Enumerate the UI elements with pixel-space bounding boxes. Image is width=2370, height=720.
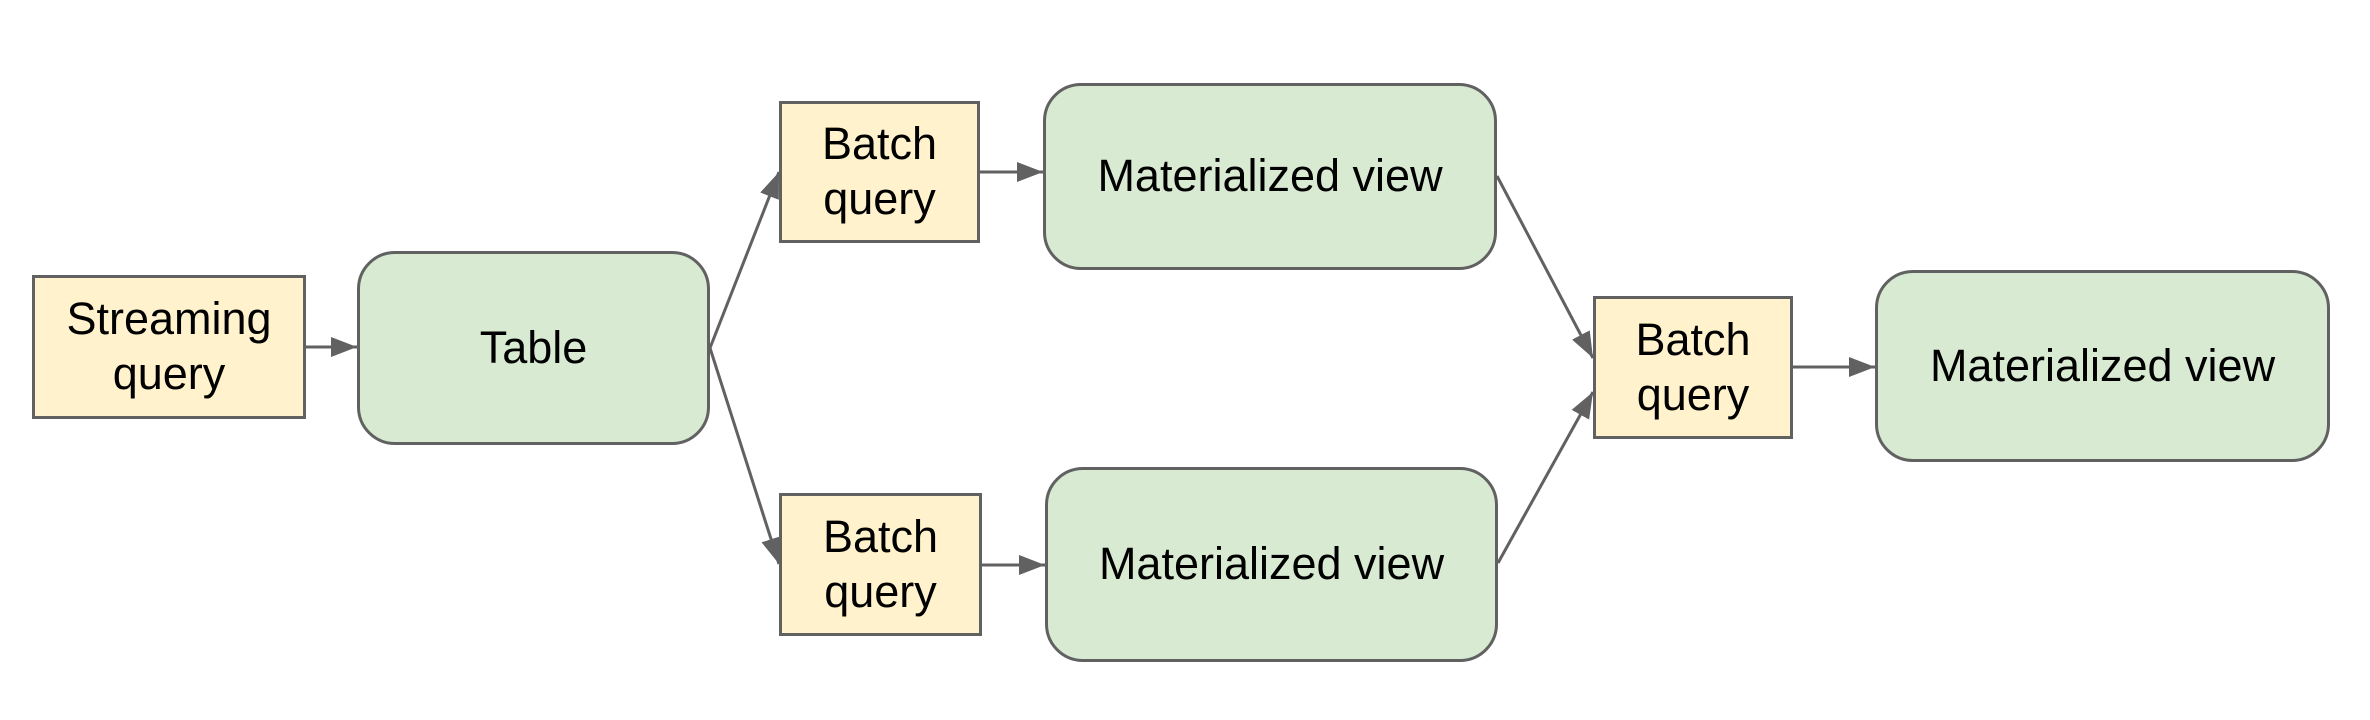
edge-mv-top-to-batch-query-right	[1495, 175, 1595, 359]
node-streaming-query-label: Streaming query	[66, 293, 272, 399]
node-materialized-view-bottom-label: Materialized view	[1098, 538, 1445, 590]
node-streaming-query: Streaming query	[32, 275, 306, 419]
node-table: Table	[357, 251, 710, 445]
node-materialized-view-top-label: Materialized view	[1097, 150, 1443, 202]
edge-table-to-batch-query-bottom	[708, 347, 781, 565]
node-materialized-view-top: Materialized view	[1043, 83, 1497, 270]
node-batch-query-right: Batch query	[1593, 296, 1793, 439]
node-batch-query-right-label: Batch query	[1635, 313, 1751, 420]
node-materialized-view-right-label: Materialized view	[1929, 339, 2276, 391]
node-materialized-view-bottom: Materialized view	[1045, 467, 1498, 662]
node-batch-query-bottom: Batch query	[779, 493, 982, 636]
node-materialized-view-right: Materialized view	[1875, 270, 2330, 462]
edge-mv-bottom-to-batch-query-right	[1496, 391, 1595, 564]
edge-table-to-batch-query-top	[708, 171, 781, 349]
node-batch-query-top: Batch query	[779, 101, 980, 243]
node-table-label: Table	[479, 321, 588, 373]
node-batch-query-bottom-label: Batch query	[822, 510, 939, 617]
node-batch-query-top-label: Batch query	[821, 118, 938, 224]
